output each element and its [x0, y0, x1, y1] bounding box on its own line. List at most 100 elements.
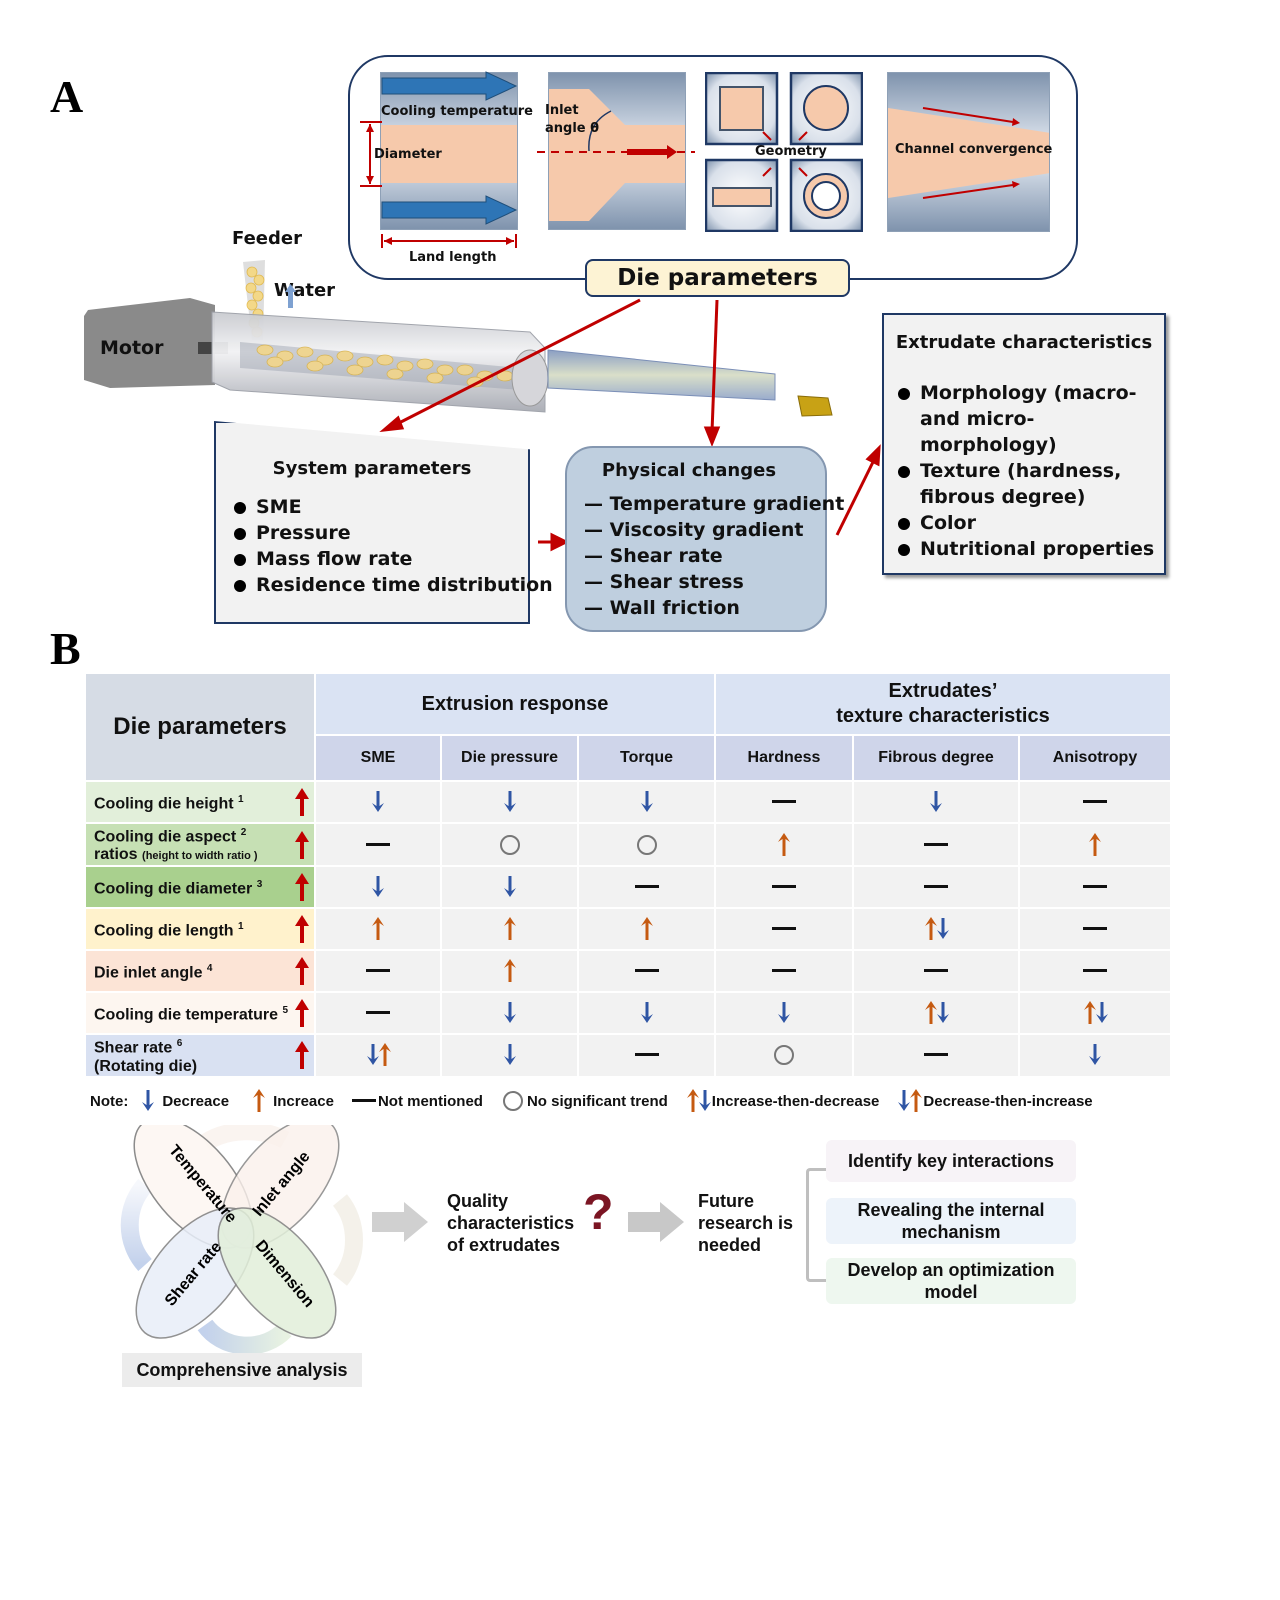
group-header-texture-line1: Extrudates’	[888, 680, 998, 702]
table-cell-hardness	[714, 907, 854, 952]
physical-changes-title: Physical changes	[601, 460, 777, 481]
down-arrow-icon	[142, 1090, 155, 1111]
extrudate-characteristics-title: Extrudate characteristics	[895, 332, 1153, 353]
up-arrow-icon	[778, 832, 790, 856]
up-arrow-icon	[503, 959, 516, 983]
table-cell-torque	[577, 949, 716, 994]
extrudate-characteristics-box	[882, 313, 1166, 575]
comprehensive-analysis-label: Comprehensive analysis	[122, 1353, 362, 1387]
row-label-text: Cooling die height	[94, 795, 234, 813]
increase-parameter-icon	[295, 830, 309, 859]
list-item: Residence time distribution	[232, 572, 553, 598]
table-cell-anisotropy	[1018, 865, 1172, 910]
table-cell-hardness	[714, 991, 854, 1036]
row-label: Cooling die diameter 3	[84, 865, 316, 910]
die-parameters-table: Die parameters Extrusion response Extrud…	[84, 672, 1172, 1078]
table-cell-fibrous-degree	[852, 907, 1020, 952]
table-cell-fibrous-degree	[852, 821, 1020, 868]
cooling-die-tube	[547, 349, 776, 401]
up-arrow-icon	[253, 1089, 266, 1112]
down-arrow-icon	[503, 791, 516, 812]
list-item: Texture (hardness, fibrous degree)	[896, 458, 1158, 510]
system-parameters-title: System parameters	[272, 458, 472, 479]
dash-icon	[772, 885, 796, 889]
dash-icon	[1083, 927, 1107, 931]
legend-dec-inc-label: Decrease-then-increase	[923, 1092, 1093, 1110]
dash-icon	[924, 1053, 948, 1057]
table-cell-sme	[314, 907, 442, 952]
up-arrow-icon	[372, 917, 384, 941]
table-cell-sme	[314, 865, 442, 910]
circle-icon	[502, 1091, 523, 1111]
circle-icon	[636, 834, 657, 855]
list-item: — Viscosity gradient	[584, 519, 804, 541]
petal-dimension	[217, 1207, 337, 1339]
list-item: — Shear stress	[584, 571, 744, 593]
row-label-note: (height to width ratio )	[142, 850, 258, 863]
row-label: Cooling die temperature 5	[84, 991, 316, 1036]
list-item: Pressure	[232, 520, 553, 546]
dash-icon	[366, 842, 390, 846]
increase-parameter-icon	[295, 957, 309, 986]
panel-a-connector-arrows	[379, 298, 881, 552]
question-mark-icon: ?	[583, 1184, 614, 1240]
row-label-subtext: (Rotating die)	[94, 1057, 198, 1075]
up-down-arrows-icon	[684, 1088, 712, 1114]
table-cell-fibrous-degree	[852, 949, 1020, 994]
legend-item-increase: Increace	[245, 1088, 334, 1114]
legend-item-increase-then-decrease: Increase-then-decrease	[684, 1088, 879, 1114]
up-down-arrows-icon	[686, 1089, 711, 1112]
table-cell-fibrous-degree	[852, 1033, 1020, 1078]
list-item: Color	[896, 510, 1158, 536]
legend-decrease-label: Decreace	[162, 1092, 230, 1110]
column-header-sme: SME	[314, 734, 442, 782]
down-up-arrows-icon	[367, 1043, 391, 1067]
up-down-arrows-icon	[1084, 1001, 1108, 1025]
down-arrow-icon	[778, 1002, 790, 1024]
group-header-extrusion-response: Extrusion response	[314, 672, 716, 736]
increase-parameter-icon	[295, 915, 309, 944]
cooling-flow-arrow-top	[381, 71, 518, 101]
table-cell-torque	[577, 1033, 716, 1078]
up-arrow-icon	[245, 1088, 273, 1114]
future-line: research is	[698, 1213, 794, 1233]
reference-number: 1	[238, 793, 244, 805]
die-parameters-title: Die parameters	[585, 259, 850, 297]
table-cell-torque	[577, 907, 716, 952]
quality-line: characteristics	[447, 1213, 575, 1233]
reference-number: 6	[176, 1038, 183, 1050]
group-header-texture-line2: texture characteristics	[836, 705, 1050, 727]
column-header-hardness: Hardness	[714, 734, 854, 782]
up-arrow-icon	[503, 917, 516, 941]
table-cell-fibrous-degree	[852, 865, 1020, 910]
inlet-angle-line2: angle θ	[545, 121, 600, 136]
system-parameters-box	[214, 421, 530, 624]
dash-icon	[772, 927, 796, 931]
square-die-shape	[719, 86, 764, 131]
column-header-fibrous-degree: Fibrous degree	[852, 734, 1020, 782]
table-cell-sme	[314, 1033, 442, 1078]
table-cell-anisotropy	[1018, 991, 1172, 1036]
table-cell-die-pressure	[440, 949, 579, 994]
table-cell-anisotropy	[1018, 907, 1172, 952]
table-cell-anisotropy	[1018, 949, 1172, 994]
reference-number: 4	[206, 963, 213, 975]
increase-parameter-icon	[295, 1041, 309, 1070]
column-header-anisotropy: Anisotropy	[1018, 734, 1172, 782]
table-cell-anisotropy	[1018, 821, 1172, 868]
table-cell-torque	[577, 991, 716, 1036]
table-row: Shear rate 6(Rotating die)	[84, 1033, 1172, 1078]
increase-parameter-icon	[295, 788, 309, 816]
list-item: — Temperature gradient	[584, 493, 845, 515]
table-cell-hardness	[714, 865, 854, 910]
increase-parameter-icon	[295, 873, 309, 902]
column-header-torque: Torque	[577, 734, 716, 782]
legend: Note: Decreace Increace Not mentioned No…	[90, 1088, 1103, 1114]
table-cell-hardness	[714, 949, 854, 994]
list-item: Mass flow rate	[232, 546, 553, 572]
future-research-text: Future research is needed	[698, 1190, 793, 1256]
list-item: — Wall friction	[584, 597, 740, 619]
dash-icon	[924, 969, 948, 973]
legend-item-decrease-then-increase: Decrease-then-increase	[895, 1088, 1093, 1114]
